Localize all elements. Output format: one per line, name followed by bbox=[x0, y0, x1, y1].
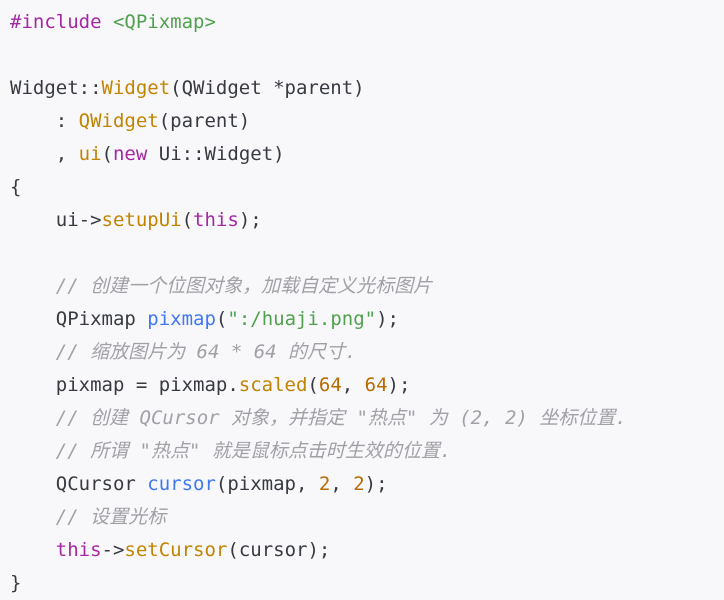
code-text: (pixmap, bbox=[215, 473, 319, 495]
code-keyword: #include bbox=[10, 11, 113, 33]
code-text: ( bbox=[307, 374, 319, 396]
code-line: this->setCursor(cursor); bbox=[10, 534, 724, 567]
code-text: (cursor); bbox=[227, 539, 331, 561]
code-line bbox=[10, 39, 724, 72]
code-function: setCursor bbox=[124, 539, 228, 561]
code-comment: // 设置光标 bbox=[10, 506, 167, 528]
code-line: ui->setupUi(this); bbox=[10, 204, 724, 237]
code-line: { bbox=[10, 171, 724, 204]
code-line: , ui(new Ui::Widget) bbox=[10, 138, 724, 171]
code-line: // 缩放图片为 64 * 64 的尺寸. bbox=[10, 336, 724, 369]
code-text: ); bbox=[376, 308, 399, 330]
code-text: ( bbox=[215, 308, 228, 330]
code-line: #include <QPixmap> bbox=[10, 6, 724, 39]
code-text: , bbox=[10, 143, 79, 165]
code-line: QPixmap pixmap(":/huaji.png"); bbox=[10, 303, 724, 336]
code-text: ( bbox=[181, 209, 194, 231]
code-line: : QWidget(parent) bbox=[10, 105, 724, 138]
code-comment: // 缩放图片为 64 * 64 的尺寸. bbox=[10, 341, 357, 363]
code-line: // 创建一个位图对象，加载自定义光标图片 bbox=[10, 270, 724, 303]
code-line: Widget::Widget(QWidget *parent) bbox=[10, 72, 724, 105]
code-line: QCursor cursor(pixmap, 2, 2); bbox=[10, 468, 724, 501]
code-text: , bbox=[341, 374, 365, 396]
code-number: 2 bbox=[353, 473, 365, 495]
code-text: , bbox=[330, 473, 354, 495]
code-comment: // 创建一个位图对象，加载自定义光标图片 bbox=[10, 275, 433, 297]
code-comment: // 创建 QCursor 对象，并指定 "热点" 为 (2, 2) 坐标位置. bbox=[10, 407, 627, 429]
code-line: // 创建 QCursor 对象，并指定 "热点" 为 (2, 2) 坐标位置. bbox=[10, 402, 724, 435]
code-string: <QPixmap> bbox=[112, 11, 216, 33]
code-function: setupUi bbox=[101, 209, 182, 231]
code-line: } bbox=[10, 567, 724, 600]
code-function: QWidget bbox=[78, 110, 159, 132]
code-text: -> bbox=[101, 539, 125, 561]
code-text: } bbox=[10, 572, 22, 594]
code-text: pixmap = pixmap. bbox=[10, 374, 239, 396]
code-line bbox=[10, 237, 724, 270]
code-line: // 设置光标 bbox=[10, 501, 724, 534]
code-function: Widget bbox=[101, 77, 171, 99]
code-text: Widget:: bbox=[10, 77, 102, 99]
code-line: pixmap = pixmap.scaled(64, 64); bbox=[10, 369, 724, 402]
code-text: QCursor bbox=[10, 473, 148, 495]
code-text: (parent) bbox=[158, 110, 251, 132]
code-number: 64 bbox=[318, 374, 342, 396]
code-function: ui bbox=[78, 143, 102, 165]
code-text: (QWidget *parent) bbox=[170, 77, 365, 99]
code-text: ); bbox=[364, 473, 388, 495]
code-keyword: new bbox=[112, 143, 148, 165]
code-text: ( bbox=[101, 143, 113, 165]
code-text: Ui::Widget) bbox=[147, 143, 285, 165]
code-keyword: this bbox=[193, 209, 239, 231]
code-number: 64 bbox=[364, 374, 388, 396]
code-comment: // 所谓 "热点" 就是鼠标点击时生效的位置. bbox=[10, 440, 452, 462]
code-string: ":/huaji.png" bbox=[227, 308, 377, 330]
code-text: { bbox=[10, 176, 22, 198]
code-identifier: pixmap bbox=[147, 308, 216, 330]
code-keyword: this bbox=[55, 539, 102, 561]
code-function: scaled bbox=[238, 374, 308, 396]
code-text: ); bbox=[387, 374, 411, 396]
code-text: ui-> bbox=[10, 209, 102, 231]
code-text bbox=[10, 539, 56, 561]
code-line: // 所谓 "热点" 就是鼠标点击时生效的位置. bbox=[10, 435, 724, 468]
code-text: QPixmap bbox=[10, 308, 148, 330]
code-number: 2 bbox=[318, 473, 331, 495]
code-text: : bbox=[10, 110, 79, 132]
code-text: ); bbox=[238, 209, 262, 231]
code-identifier: cursor bbox=[147, 473, 216, 495]
